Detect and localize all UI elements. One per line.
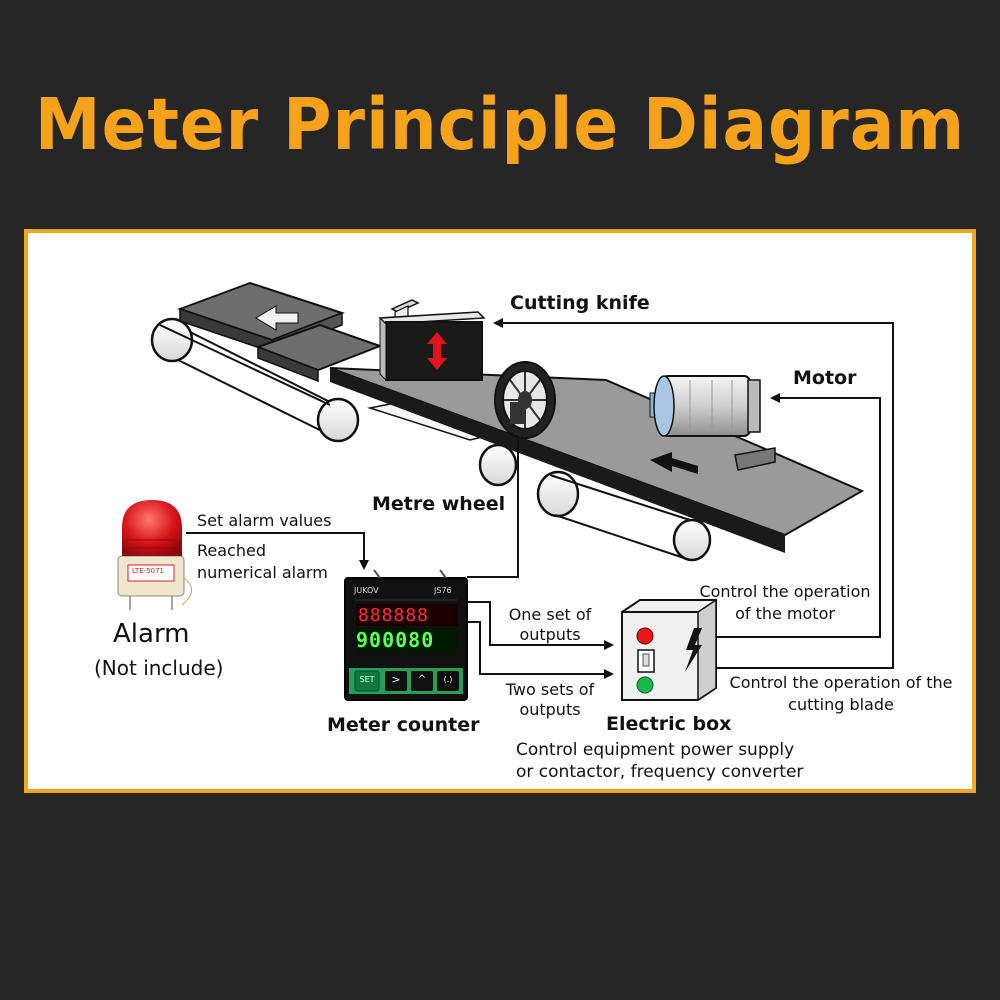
label-two-sets-2: outputs (519, 700, 581, 719)
alarm-tag: LTE-5071 (132, 567, 164, 575)
motor (649, 375, 776, 471)
label-control-motor-1: Control the operation (699, 582, 871, 601)
label-power-2: or contactor, frequency converter (516, 762, 804, 782)
counter-up-button[interactable]: ^ (417, 674, 427, 685)
label-two-sets-1: Two sets of (505, 680, 595, 699)
connection-lines (186, 318, 894, 679)
main-conveyor (329, 367, 865, 562)
counter-shift-button[interactable]: > (391, 673, 401, 686)
left-conveyor (150, 317, 360, 443)
label-not-include: (Not include) (94, 656, 224, 680)
label-cutting-knife: Cutting knife (510, 292, 650, 314)
label-reached-2: numerical alarm (197, 563, 328, 582)
label-control-blade-2: cutting blade (788, 695, 894, 714)
counter-top-display: 888888 (358, 605, 430, 626)
label-control-motor-2: of the motor (735, 604, 835, 623)
cutting-knife-device (378, 299, 486, 382)
label-set-alarm-values: Set alarm values (197, 511, 332, 530)
page-title: Meter Principle Diagram (34, 82, 966, 167)
label-meter-counter: Meter counter (327, 714, 480, 736)
counter-bottom-display: 900080 (356, 628, 435, 652)
alarm-lamp (117, 500, 192, 610)
label-power-1: Control equipment power supply (516, 740, 795, 760)
label-control-blade-1: Control the operation of the (729, 673, 953, 692)
electric-box-device (621, 598, 717, 702)
label-electric-box: Electric box (606, 713, 732, 735)
label-one-set-1: One set of (508, 605, 592, 624)
label-motor: Motor (793, 367, 857, 389)
label-metre-wheel: Metre wheel (372, 493, 506, 515)
counter-brand: JUKOV (354, 586, 379, 595)
counter-set-button[interactable]: SET (359, 675, 375, 684)
label-alarm: Alarm (113, 619, 190, 649)
metre-wheel-device (494, 361, 556, 439)
cut-boards (177, 281, 383, 383)
counter-reset-button[interactable]: (.) (443, 675, 453, 684)
label-one-set-2: outputs (519, 625, 581, 644)
counter-model: JS76 (434, 586, 452, 595)
meter-counter-device (344, 569, 468, 701)
label-reached-1: Reached (197, 541, 266, 560)
